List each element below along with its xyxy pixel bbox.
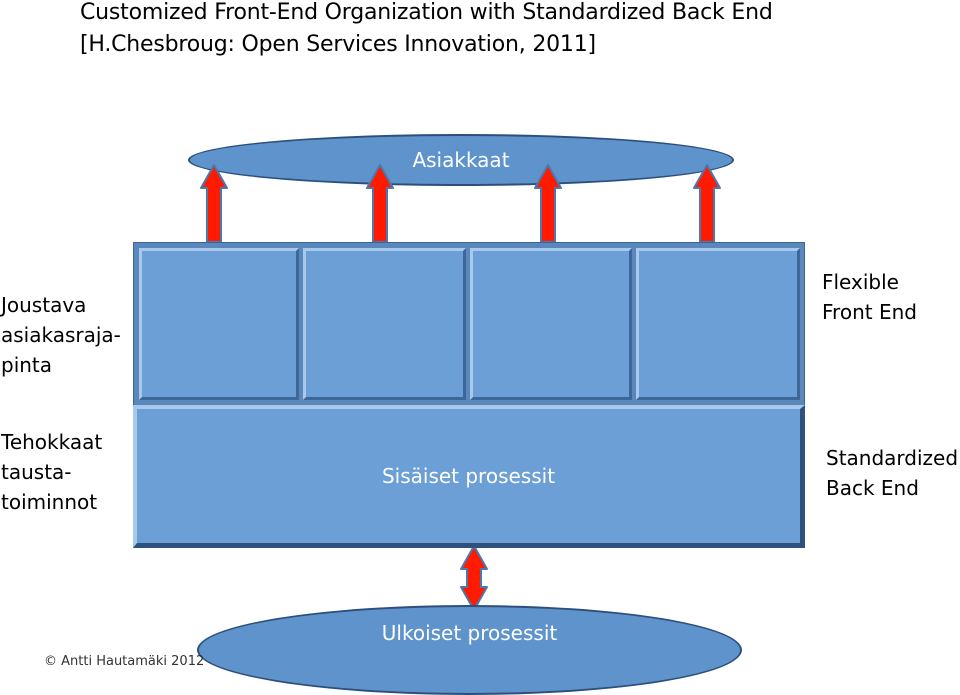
back-end-block: Sisäiset prosessit <box>133 405 805 548</box>
customers-label: Asiakkaat <box>412 148 510 172</box>
up-arrow-4 <box>693 164 721 243</box>
copyright-text: © Antti Hautamäki 2012 <box>44 654 205 669</box>
up-arrow-1 <box>200 164 228 243</box>
back-end-left-label: Tehokkaat tausta- toiminnot <box>1 430 103 514</box>
front-end-module-1 <box>139 248 299 400</box>
front-end-block <box>133 242 805 407</box>
front-end-right-label: Flexible Front End <box>822 270 917 324</box>
diagram-citation: [H.Chesbroug: Open Services Innovation, … <box>80 32 596 57</box>
external-processes-label: Ulkoiset prosessit <box>381 621 558 645</box>
front-end-module-3 <box>470 248 632 400</box>
up-arrow-3 <box>534 164 562 243</box>
diagram-title: Customized Front-End Organization with S… <box>80 0 773 25</box>
up-arrow-2 <box>366 164 394 243</box>
front-end-module-4 <box>636 248 800 400</box>
front-end-module-2 <box>303 248 466 400</box>
customers-ellipse: Asiakkaat <box>188 134 734 186</box>
back-end-label: Sisäiset prosessit <box>381 464 556 488</box>
external-processes-ellipse: Ulkoiset prosessit <box>197 605 742 695</box>
front-end-left-label: Joustava asiakasraja- pinta <box>1 293 121 377</box>
double-arrow <box>460 545 488 611</box>
back-end-right-label: Standardized Back End <box>826 446 959 500</box>
